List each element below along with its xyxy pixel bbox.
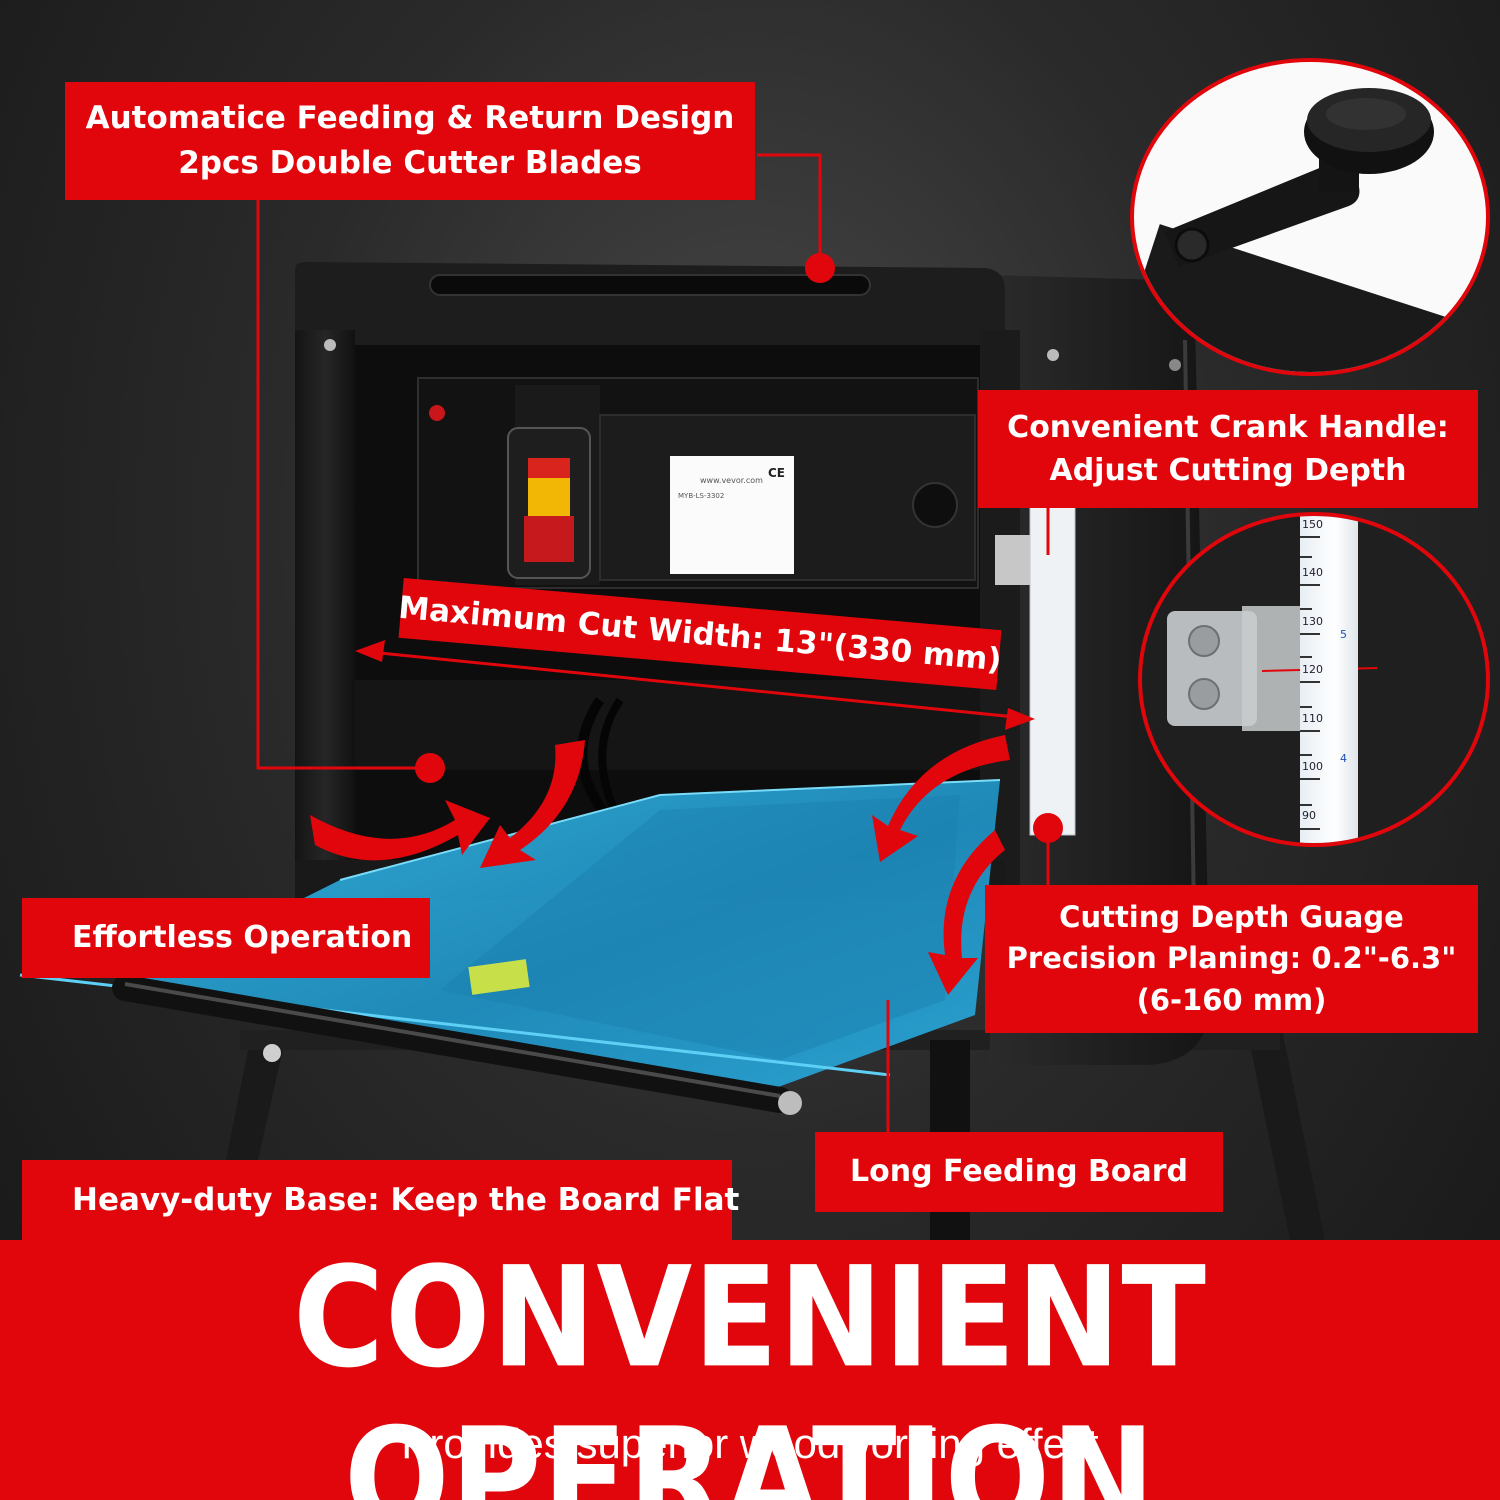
callout-depth-gauge: Cutting Depth Guage Precision Planing: 0… [985,885,1478,1033]
callout-gauge-line3: (6-160 mm) [1136,982,1327,1017]
width-dimension-arrow [355,640,1035,730]
gauge-bracket [1167,606,1378,731]
crank-handle-inset [1130,58,1490,376]
scale-label: 140 [1302,566,1323,579]
callout-gauge-line1: Cutting Depth Guage [1059,900,1404,935]
machine-spec-label: www.vevor.com CE MYB-LS-3302 [670,456,794,574]
inch-mark: 4 [1340,752,1347,765]
callout-crank-line1: Convenient Crank Handle: [1007,409,1449,445]
scale-label: 100 [1302,760,1323,773]
leader-lines [256,153,1050,1132]
banner-subline: Provides superior woodworking effect [401,1420,1099,1467]
callout-feeding-board: Long Feeding Board [815,1132,1223,1212]
callout-heavy-duty-base: Heavy-duty Base: Keep the Board Flat [22,1160,739,1240]
leader-dots [415,253,1063,843]
scale-label: 110 [1302,712,1323,725]
scale-label: 90 [1302,809,1316,822]
callout-feeding-text: Long Feeding Board [850,1154,1188,1190]
scale-label: 150 [1302,518,1323,531]
callout-gauge-line2: Precision Planing: 0.2"-6.3" [1006,941,1457,976]
crank-handle-icon [1134,88,1486,372]
scale-label: 130 [1302,615,1323,628]
depth-gauge-inset: 150 140 130 120 110 100 90 5 4 [1138,512,1490,847]
inch-mark: 5 [1340,628,1347,641]
callout-crank-line2: Adjust Cutting Depth [1049,453,1407,488]
scale-label: 120 [1302,663,1323,676]
brand-url: www.vevor.com [700,476,763,485]
bottom-banner [0,1240,1500,1500]
ce-mark: CE [768,466,786,480]
depth-ruler: 150 140 130 120 110 100 90 5 4 [1300,516,1358,843]
callout-auto-feeding: Automatice Feeding & Return Design 2pcs … [65,82,755,200]
callout-effortless-operation: Effortless Operation [22,898,430,978]
callout-auto-feeding-line1: Automatice Feeding & Return Design [85,100,735,137]
callout-auto-feeding-line2: 2pcs Double Cutter Blades [178,145,642,181]
feed-direction-arrows [310,735,1010,995]
callout-crank-handle: Convenient Crank Handle: Adjust Cutting … [978,390,1478,508]
banner-headline: CONVENIENT OPERATION [293,1237,1207,1500]
callout-base-text: Heavy-duty Base: Keep the Board Flat [72,1181,740,1218]
model-number: MYB-LS-3302 [678,492,725,500]
callout-effortless-text: Effortless Operation [72,920,413,956]
